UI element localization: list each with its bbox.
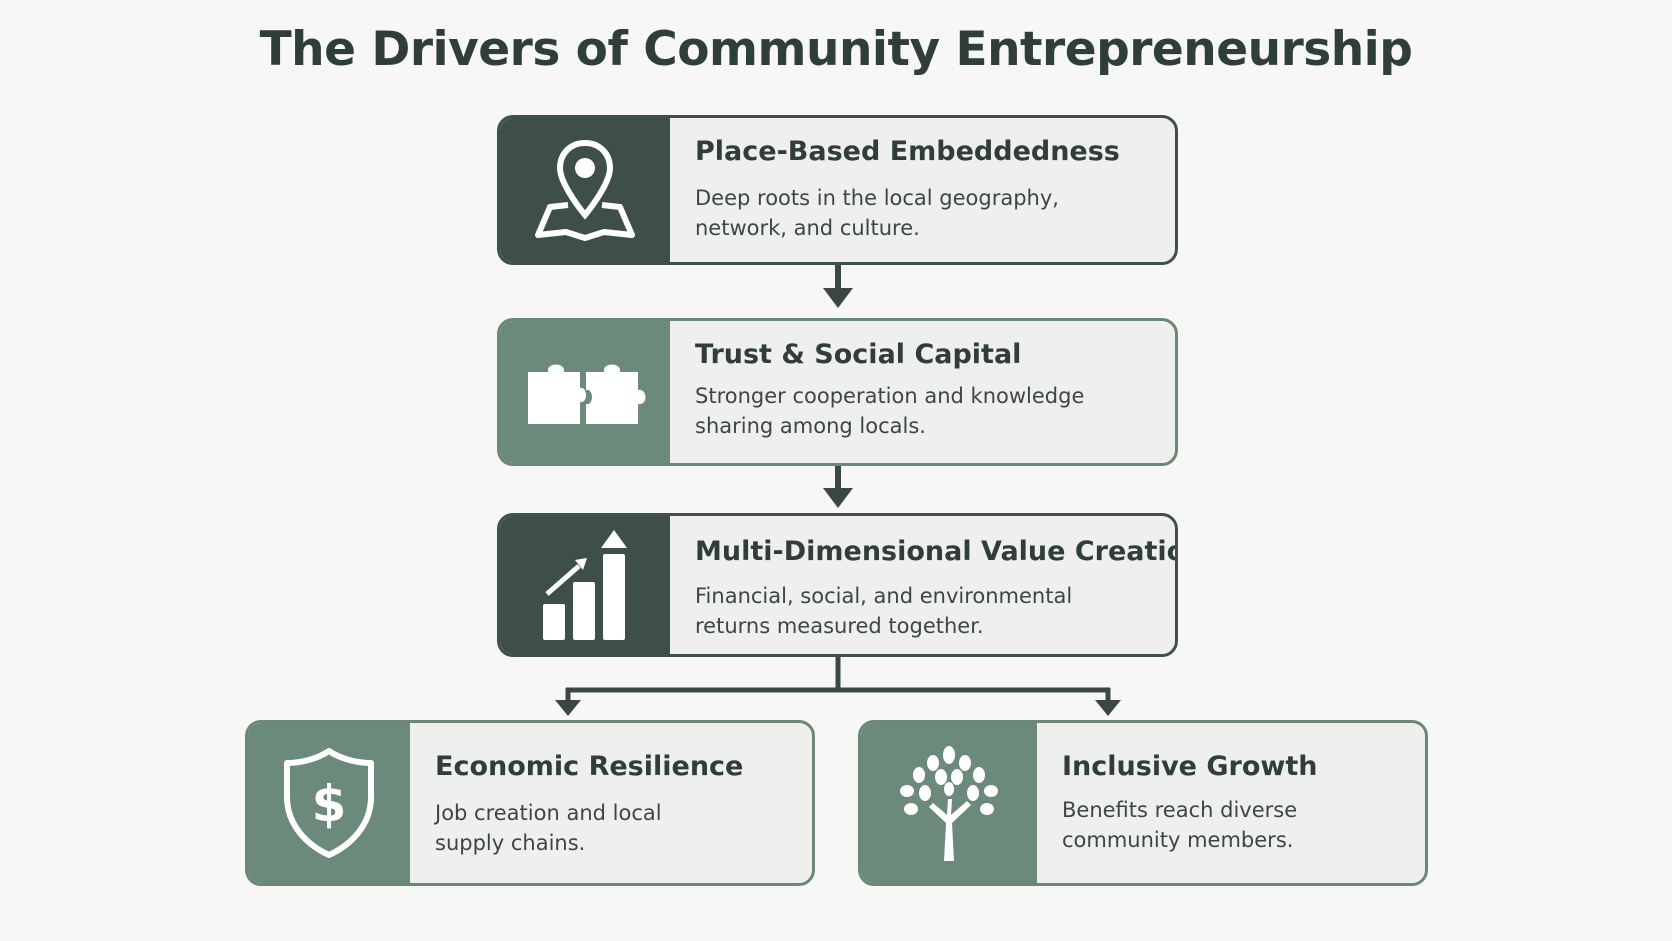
card-description: Benefits reach diverse community members… [1062,795,1297,855]
card-title: Inclusive Growth [1062,751,1318,782]
card-desc-line: returns measured together. [695,614,984,638]
card-icon-panel [500,118,670,262]
card-description: Job creation and local supply chains. [435,798,662,858]
card-desc-line: Financial, social, and environmental [695,584,1073,608]
growth-chart-icon [543,530,627,640]
card-desc-line: supply chains. [435,831,586,855]
card-desc-line: network, and culture. [695,216,920,240]
arrowhead-3-4 [555,700,581,716]
card-title: Place-Based Embeddedness [695,136,1120,167]
map-pin-icon [535,139,635,241]
card-desc-line: Job creation and local [435,801,662,825]
card-title: Trust & Social Capital [695,339,1022,370]
card-desc-line: Deep roots in the local geography, [695,186,1059,210]
dollar-shield-icon: $ [284,748,374,858]
tree-icon [900,746,998,861]
card-icon-panel [861,723,1037,883]
card-desc-line: Stronger cooperation and knowledge [695,384,1085,408]
card-trust-social-capital: Trust & Social Capital Stronger cooperat… [497,318,1178,466]
card-desc-line: community members. [1062,828,1294,852]
card-title: Economic Resilience [435,751,744,782]
card-economic-resilience: $ Economic Resilience Job creation and l… [245,720,815,886]
card-description: Financial, social, and environmental ret… [695,581,1072,641]
card-icon-panel: $ [248,723,410,883]
card-multi-dimensional-value-creation: Multi-Dimensional Value Creation Financi… [497,513,1178,657]
card-desc-line: sharing among locals. [695,414,926,438]
arrowhead-1-2 [823,288,853,308]
arrowhead-2-3 [823,488,853,508]
svg-text:$: $ [312,775,347,833]
diagram-title: The Drivers of Community Entrepreneurshi… [259,22,1413,77]
card-description: Deep roots in the local geography, netwo… [695,183,1059,243]
card-desc-line: Benefits reach diverse [1062,798,1298,822]
card-place-based-embeddedness: Place-Based Embeddedness Deep roots in t… [497,115,1178,265]
card-icon-panel [500,321,670,463]
arrowhead-3-5 [1095,700,1121,716]
card-inclusive-growth: Inclusive Growth Benefits reach diverse … [858,720,1428,886]
card-description: Stronger cooperation and knowledge shari… [695,381,1084,441]
puzzle-pieces-icon [528,364,646,424]
card-title: Multi-Dimensional Value Creation [695,536,1178,567]
card-icon-panel [500,516,670,654]
